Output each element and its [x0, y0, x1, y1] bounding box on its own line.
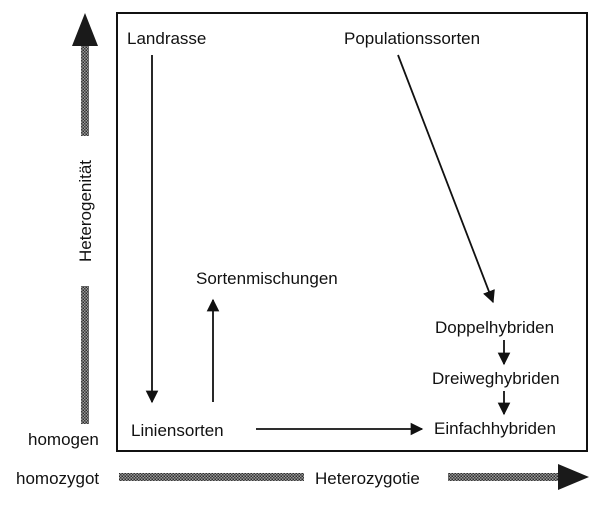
- diagram-frame: [116, 12, 588, 452]
- vertical-axis-bar-upper: [81, 44, 89, 136]
- node-populationssorten: Populationssorten: [344, 29, 480, 48]
- vertical-axis-bar-lower: [81, 286, 89, 424]
- node-landrasse: Landrasse: [127, 29, 206, 48]
- vertical-axis-label: Heterogenität: [76, 160, 95, 262]
- node-doppelhybriden: Doppelhybriden: [435, 318, 554, 337]
- homozygot-label: homozygot: [16, 469, 99, 488]
- horizontal-axis-arrowhead: [558, 464, 589, 490]
- node-dreiweghybriden: Dreiweghybriden: [432, 369, 560, 388]
- horizontal-axis: homozygot Heterozygotie: [16, 464, 589, 490]
- vertical-axis-arrowhead: [72, 13, 98, 46]
- horizontal-axis-bar-left: [119, 473, 304, 481]
- node-einfachhybriden: Einfachhybriden: [434, 419, 556, 438]
- horizontal-axis-bar-right: [448, 473, 564, 481]
- homogen-label: homogen: [28, 430, 99, 449]
- node-liniensorten: Liniensorten: [131, 421, 224, 440]
- arrow-populationssorten-to-doppelhybriden: [397, 54, 495, 304]
- node-sortenmischungen: Sortenmischungen: [196, 269, 338, 288]
- vertical-axis: Heterogenität homogen: [28, 13, 99, 449]
- horizontal-axis-label: Heterozygotie: [315, 469, 420, 488]
